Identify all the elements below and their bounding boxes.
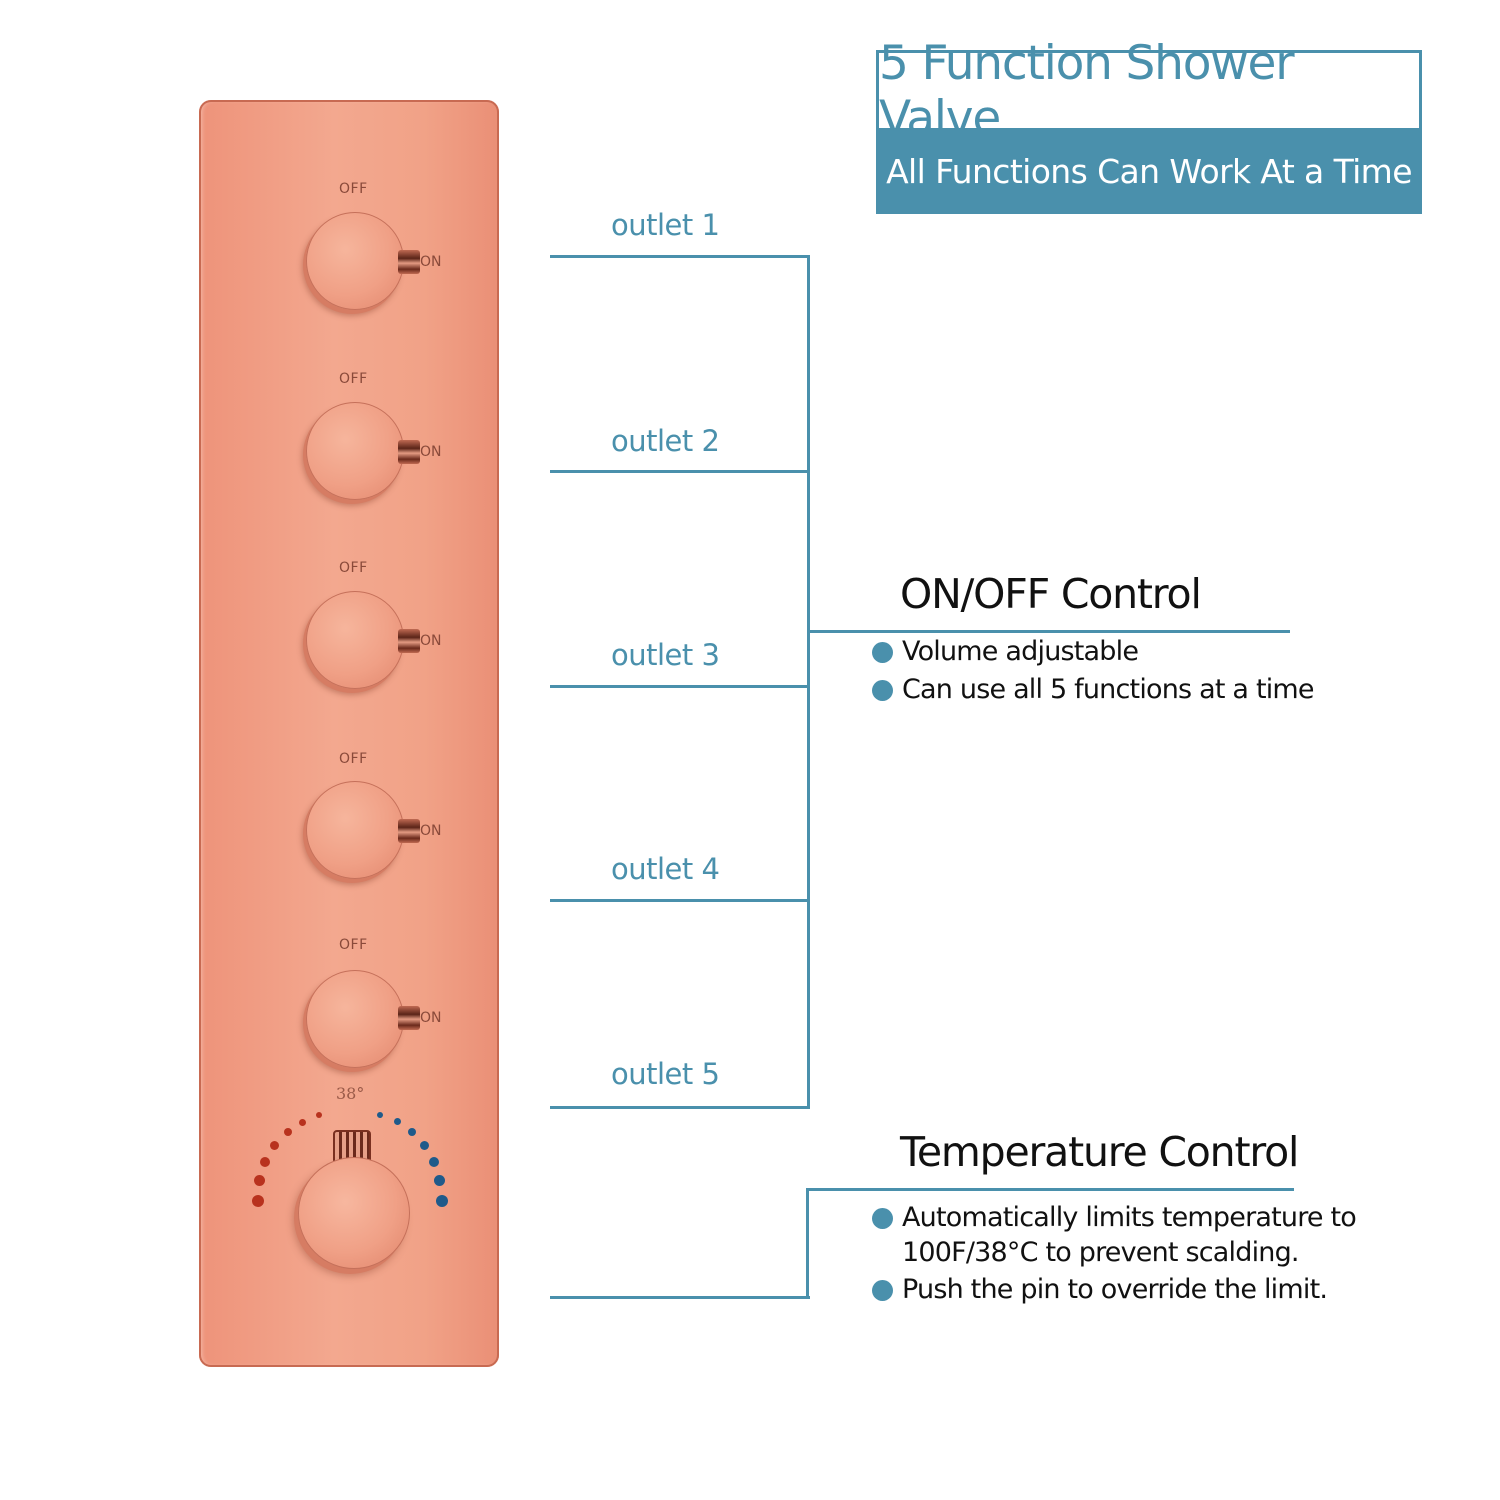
temperature-connector-line	[806, 1188, 1294, 1191]
temperature-heading: Temperature Control	[900, 1128, 1299, 1176]
outlet-1-label: outlet 1	[611, 208, 720, 242]
cold-dot	[420, 1141, 429, 1150]
onoff-bullet-2: Can use all 5 functions at a time	[902, 674, 1315, 705]
onoff-connector-line	[807, 630, 1290, 633]
temperature-bracket-line	[806, 1188, 809, 1299]
knob-3	[306, 591, 404, 689]
outlet-3-label: outlet 3	[611, 638, 720, 672]
outlet-5-line	[550, 1106, 810, 1109]
hot-dot	[316, 1112, 322, 1118]
bullet-dot	[872, 680, 893, 701]
knob-2-off-label: OFF	[339, 371, 368, 387]
cold-dot	[394, 1118, 401, 1125]
thermostat-knob	[298, 1157, 410, 1269]
knob-3-on-label: ON	[420, 633, 442, 649]
hot-dot	[299, 1119, 306, 1126]
temperature-bullet-1-line-1: Automatically limits temperature to	[902, 1202, 1357, 1233]
cold-dot	[436, 1195, 448, 1207]
cold-dot	[434, 1175, 445, 1186]
knob-4	[306, 781, 404, 879]
knob-2	[306, 402, 404, 500]
knob-2-handle	[398, 440, 420, 464]
knob-1-on-label: ON	[420, 254, 442, 270]
outlet-1-line	[550, 255, 810, 258]
knob-4-off-label: OFF	[339, 751, 368, 767]
temperature-mark-label: 38°	[336, 1084, 365, 1103]
hot-dot	[284, 1128, 292, 1136]
knob-5-off-label: OFF	[339, 937, 368, 953]
temperature-bullet-2: Push the pin to override the limit.	[902, 1274, 1328, 1305]
knob-4-on-label: ON	[420, 823, 442, 839]
knob-1-handle	[398, 250, 420, 274]
cold-dot	[377, 1112, 383, 1118]
knob-5-handle	[398, 1006, 420, 1030]
outlet-5-label: outlet 5	[611, 1057, 720, 1091]
outlet-3-line	[550, 685, 810, 688]
outlet-2-line	[550, 470, 810, 473]
outlet-bracket-line	[807, 255, 810, 1109]
onoff-bullet-1: Volume adjustable	[902, 636, 1139, 667]
temperature-knob-line	[550, 1296, 810, 1299]
onoff-heading: ON/OFF Control	[900, 570, 1202, 618]
outlet-2-label: outlet 2	[611, 424, 720, 458]
bullet-dot	[872, 1280, 893, 1301]
knob-2-on-label: ON	[420, 444, 442, 460]
knob-1	[306, 212, 404, 310]
cold-dot	[408, 1128, 416, 1136]
outlet-4-label: outlet 4	[611, 852, 720, 886]
bullet-dot	[872, 642, 893, 663]
hot-dot	[260, 1157, 270, 1167]
knob-3-handle	[398, 629, 420, 653]
knob-4-handle	[398, 819, 420, 843]
knob-3-off-label: OFF	[339, 560, 368, 576]
title-subtitle: All Functions Can Work At a Time	[876, 128, 1422, 214]
cold-dot	[429, 1157, 439, 1167]
title-box: 5 Function Shower Valve All Functions Ca…	[876, 36, 1422, 214]
hot-dot	[270, 1141, 279, 1150]
hot-dot	[254, 1175, 265, 1186]
bullet-dot	[872, 1208, 893, 1229]
outlet-4-line	[550, 899, 810, 902]
temperature-bullet-1-line-2: 100F/38°C to prevent scalding.	[902, 1237, 1300, 1268]
knob-5-on-label: ON	[420, 1010, 442, 1026]
hot-dot	[252, 1195, 264, 1207]
knob-5	[306, 970, 404, 1068]
title-main: 5 Function Shower Valve	[876, 36, 1422, 146]
knob-1-off-label: OFF	[339, 181, 368, 197]
